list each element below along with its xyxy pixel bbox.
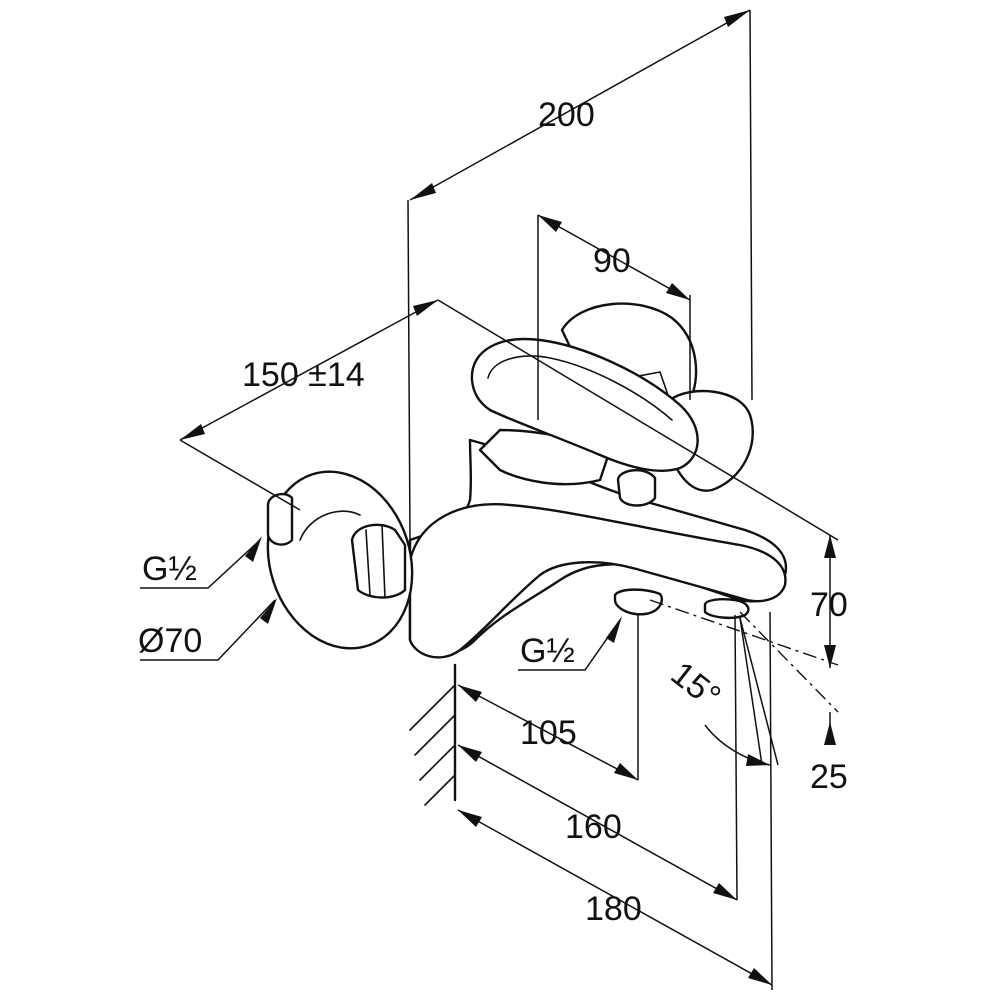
wall-hatching — [409, 663, 457, 806]
label-25: 25 — [810, 758, 848, 796]
label-180: 180 — [585, 890, 642, 928]
label-70: 70 — [810, 586, 848, 624]
label-thread-outlet: G½ — [520, 632, 575, 670]
label-90: 90 — [593, 242, 631, 280]
label-150: 150 ±14 — [242, 356, 365, 394]
label-angle: 15° — [664, 655, 728, 717]
label-thread-inlet: G½ — [142, 550, 197, 588]
leader-lines — [140, 536, 622, 671]
rosette-left — [266, 470, 414, 650]
lever-handle — [470, 337, 699, 472]
extension-lines — [179, 9, 839, 991]
label-160: 160 — [565, 808, 622, 846]
dimension-lines — [179, 9, 836, 986]
label-diameter: Ø70 — [138, 622, 202, 660]
label-105: 105 — [520, 714, 577, 752]
label-200: 200 — [538, 96, 595, 134]
